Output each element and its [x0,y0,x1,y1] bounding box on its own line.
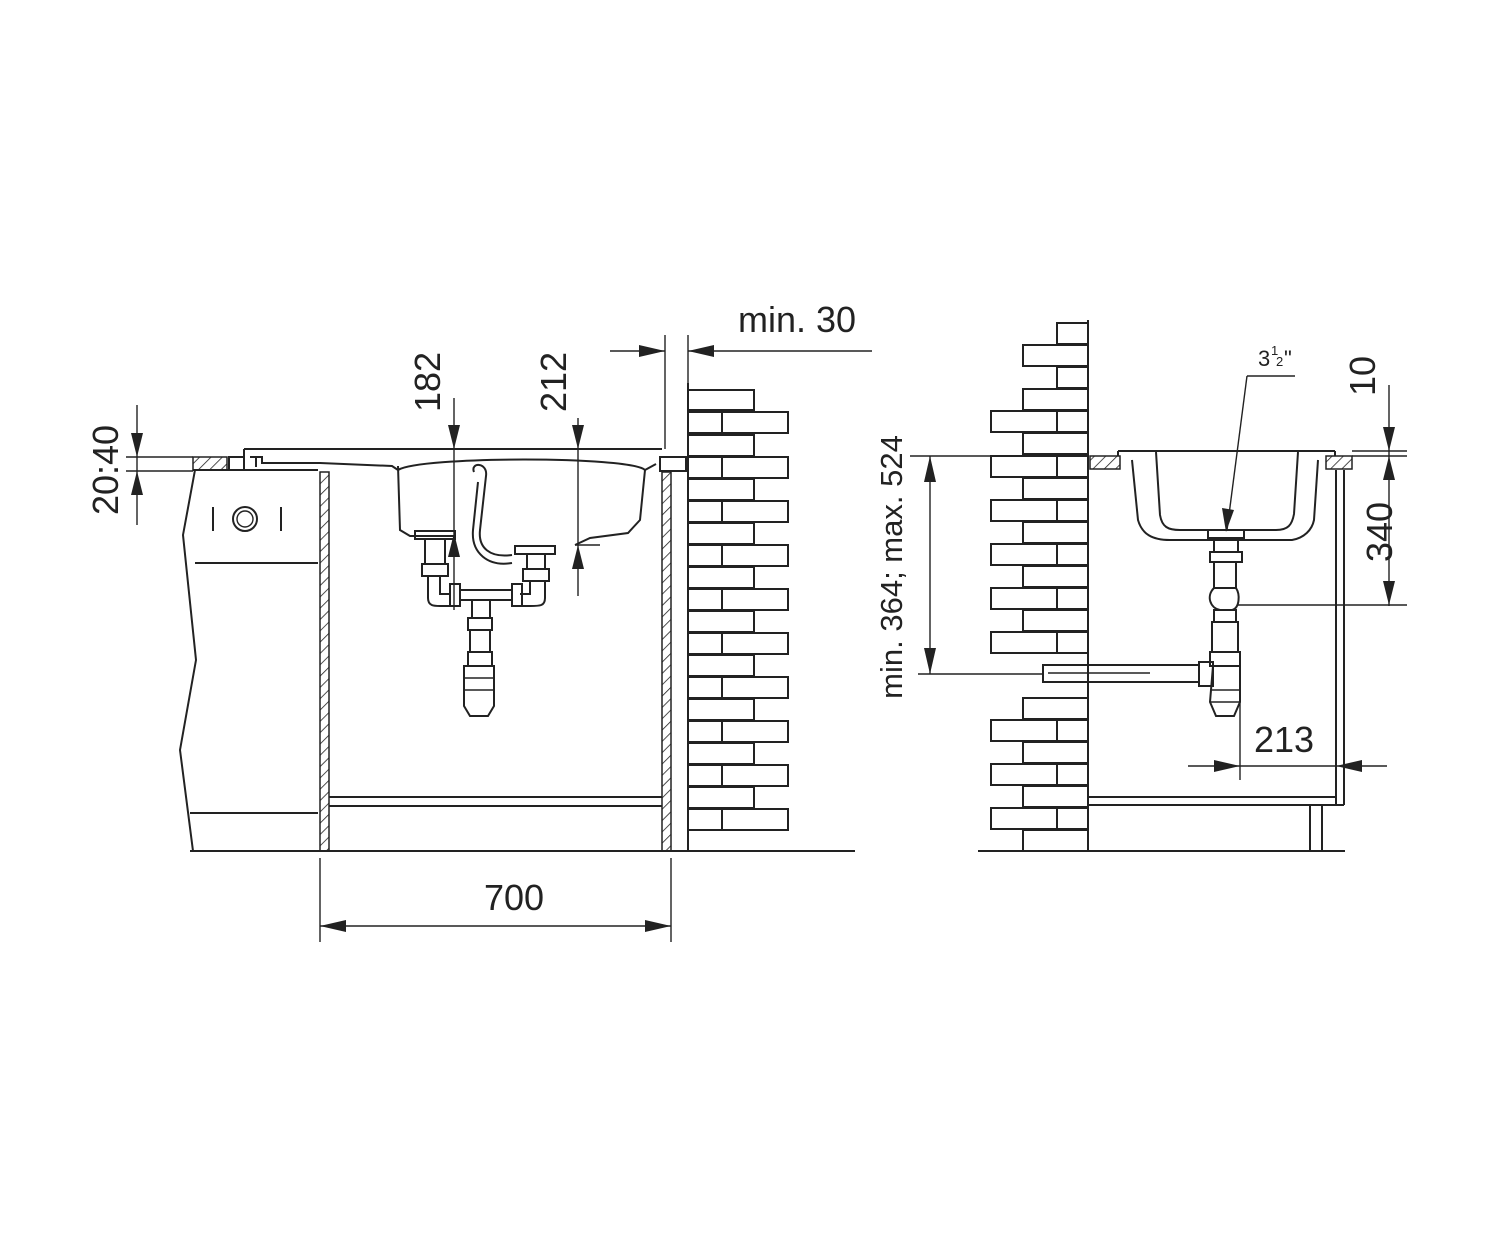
socket-icon [212,506,282,532]
side-brick-wall [990,322,1089,852]
label-thread-unit: " [1284,346,1292,371]
cabinet-left-wall [319,471,330,852]
neighbour-cabinet-outline [178,469,198,852]
dimension-182: 182 [407,352,460,610]
label-340: 340 [1359,502,1400,562]
side-worktop-right [1325,455,1353,470]
label-212: 212 [533,352,574,412]
label-thread-denominator: 2 [1276,354,1283,369]
label-min-364-max-524: min. 364; max. 524 [874,435,909,699]
dimension-20-40: 20:40 [85,405,193,525]
cabinet-right-wall [661,471,672,852]
dimension-min-364-max-524: min. 364; max. 524 [874,435,1088,699]
dimension-212: 212 [533,352,600,596]
label-182: 182 [407,352,448,412]
dimension-213: 213 [1188,702,1387,780]
side-worktop-left [1089,455,1121,470]
dimension-340: 340 [1238,502,1407,606]
front-view: 700 min. 30 182 212 [85,299,872,942]
label-thread-numerator: 1 [1271,343,1278,358]
dimension-min-30: min. 30 [610,299,872,449]
front-brick-wall [687,389,789,831]
dimension-10: 10 [1342,356,1407,606]
label-20-40: 20:40 [85,425,126,515]
dimension-700: 700 [319,858,672,942]
label-213: 213 [1254,719,1314,760]
label-min-30: min. 30 [738,299,856,340]
label-10: 10 [1342,356,1383,396]
worktop-section-left [192,456,228,471]
label-thread-whole: 3 [1258,346,1270,371]
thread-size-callout: 3 1 2 " [1222,343,1295,532]
front-sink [243,448,662,717]
side-view: min. 364; max. 524 10 340 213 [874,320,1407,852]
label-700: 700 [484,877,544,918]
